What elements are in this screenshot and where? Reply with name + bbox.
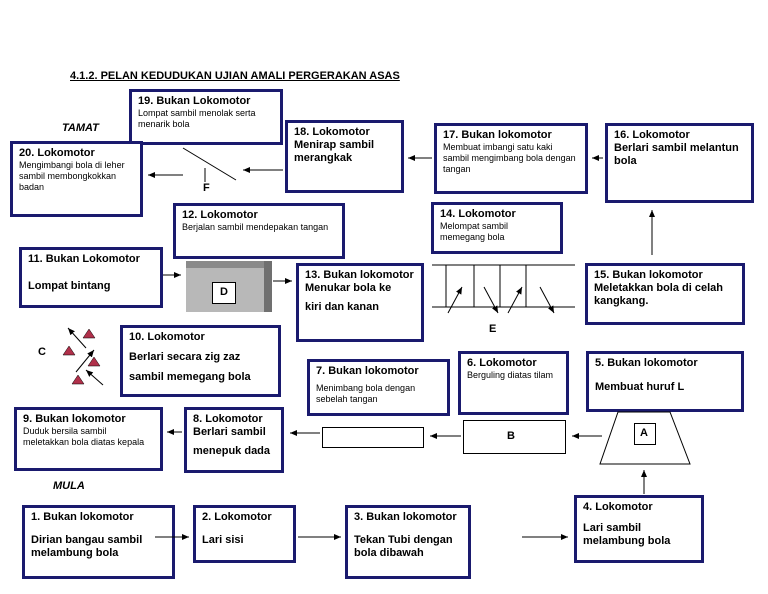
marker-d: D (220, 286, 228, 298)
cone-3 (87, 356, 101, 367)
hurdle-e-arrow-4 (539, 286, 555, 314)
station-10-desc1: Berlari secara zig zaz (129, 351, 241, 363)
station-8-desc2: menepuk dada (193, 445, 271, 457)
station-10-title: 10. Lokomotor (129, 331, 205, 343)
marker-c: C (38, 346, 46, 358)
station-9-desc: Duduk bersila sambil meletakkan bola dia… (23, 426, 145, 447)
station-15-desc: Meletakkan bola di celah kangkang. (594, 282, 723, 307)
empty-box (322, 427, 424, 448)
station-17: 17. Bukan lokomotor Membuat imbangi satu… (434, 123, 588, 194)
station-20-title: 20. Lokomotor (19, 147, 95, 159)
station-19-title: 19. Bukan Lokomotor (138, 95, 251, 107)
station-13: 13. Bukan lokomotor Menukar bola ke kiri… (296, 263, 424, 342)
marker-a: A (640, 427, 648, 439)
hurdle-e-arrow-3 (507, 286, 523, 314)
zigzag-arrow-1 (67, 327, 87, 349)
station-18-desc: Menirap sambil merangkak (294, 139, 375, 164)
station-1-title: 1. Bukan lokomotor (31, 511, 134, 523)
marker-b: B (507, 430, 515, 442)
station-7: 7. Bukan lokomotor Menimbang bola dengan… (307, 359, 450, 416)
station-13-title: 13. Bukan lokomotor (305, 269, 414, 281)
station-3-title: 3. Bukan lokomotor (354, 511, 457, 523)
station-b-box (463, 420, 566, 454)
page-title: 4.1.2. PELAN KEDUDUKAN UJIAN AMALI PERGE… (70, 70, 400, 82)
marker-f: F (203, 182, 210, 194)
station-14-desc: Melompat sambil memegang bola (440, 221, 509, 242)
station-3: 3. Bukan lokomotor Tekan Tubi dengan bol… (345, 505, 471, 579)
marker-a-box (634, 423, 656, 445)
station-12: 12. Lokomotor Berjalan sambil mendepakan… (173, 203, 345, 259)
station-6-desc: Berguling diatas tilam (467, 370, 554, 380)
station-9-title: 9. Bukan lokomotor (23, 413, 126, 425)
station-16-title: 16. Lokomotor (614, 129, 690, 141)
cone-1 (82, 328, 96, 339)
station-14-title: 14. Lokomotor (440, 208, 516, 220)
station-4: 4. Lokomotor Lari sambil melambung bola (574, 495, 704, 563)
station-2: 2. Lokomotor Lari sisi (193, 505, 296, 563)
cone-4 (71, 374, 85, 385)
hurdle-e-arrow-1 (447, 286, 463, 314)
station-18-title: 18. Lokomotor (294, 126, 370, 138)
station-5-desc: Membuat huruf L (595, 381, 685, 393)
obstacle-f-diagonal (182, 147, 237, 181)
station-15-title: 15. Bukan lokomotor (594, 269, 703, 281)
station-17-desc: Membuat imbangi satu kaki sambil mengimb… (443, 142, 576, 174)
tamat-label: TAMAT (62, 122, 99, 134)
zigzag-arrow-2 (75, 349, 95, 373)
station-20: 20. Lokomotor Mengimbangi bola di leher … (10, 141, 143, 217)
station-14: 14. Lokomotor Melompat sambil memegang b… (431, 202, 563, 254)
station-4-desc: Lari sambil melambung bola (583, 522, 671, 547)
cone-2 (62, 345, 76, 356)
marker-e: E (489, 323, 497, 335)
station-3-desc: Tekan Tubi dengan bola dibawah (354, 534, 453, 559)
station-12-desc: Berjalan sambil mendepakan tangan (182, 222, 329, 232)
station-11-desc: Lompat bintang (28, 280, 111, 292)
station-6-title: 6. Lokomotor (467, 357, 537, 369)
station-7-title: 7. Bukan lokomotor (316, 365, 419, 377)
station-16-desc: Berlari sambil melantun bola (614, 142, 739, 167)
station-18: 18. Lokomotor Menirap sambil merangkak (285, 120, 404, 193)
station-5: 5. Bukan lokomotor Membuat huruf L (586, 351, 744, 412)
station-2-desc: Lari sisi (202, 534, 244, 546)
station-11: 11. Bukan Lokomotor Lompat bintang (19, 247, 163, 308)
station-19: 19. Bukan Lokomotor Lompat sambil menola… (129, 89, 283, 145)
station-5-title: 5. Bukan lokomotor (595, 357, 698, 369)
station-4-title: 4. Lokomotor (583, 501, 653, 513)
station-8-desc1: Berlari sambil (193, 426, 266, 438)
hurdle-e-arrow-2 (483, 286, 499, 314)
station-16: 16. Lokomotor Berlari sambil melantun bo… (605, 123, 754, 203)
station-12-title: 12. Lokomotor (182, 209, 258, 221)
mula-label: MULA (53, 480, 85, 492)
station-13-desc2: kiri dan kanan (305, 301, 379, 313)
mat-a-trapezoid (599, 411, 691, 465)
station-6: 6. Lokomotor Berguling diatas tilam (458, 351, 569, 415)
zigzag-arrow-3 (85, 369, 104, 386)
station-1-desc: Dirian bangau sambil melambung bola (31, 534, 143, 559)
station-10: 10. Lokomotor Berlari secara zig zaz sam… (120, 325, 281, 397)
station-13-desc1: Menukar bola ke (305, 282, 392, 294)
station-19-desc: Lompat sambil menolak serta menarik bola (138, 108, 256, 129)
station-7-desc: Menimbang bola dengan sebelah tangan (316, 383, 416, 404)
station-15: 15. Bukan lokomotor Meletakkan bola di c… (585, 263, 745, 325)
station-10-desc2: sambil memegang bola (129, 371, 251, 383)
station-1: 1. Bukan lokomotor Dirian bangau sambil … (22, 505, 175, 579)
station-8-title: 8. Lokomotor (193, 413, 263, 425)
block-d-label-box (212, 282, 236, 304)
station-11-title: 11. Bukan Lokomotor (28, 253, 140, 265)
station-9: 9. Bukan lokomotor Duduk bersila sambil … (14, 407, 163, 471)
station-2-title: 2. Lokomotor (202, 511, 272, 523)
station-8: 8. Lokomotor Berlari sambil menepuk dada (184, 407, 284, 473)
station-20-desc: Mengimbangi bola di leher sambil membong… (19, 160, 125, 192)
block-d-top (186, 261, 264, 268)
station-17-title: 17. Bukan lokomotor (443, 129, 552, 141)
block-d-side (264, 261, 272, 312)
